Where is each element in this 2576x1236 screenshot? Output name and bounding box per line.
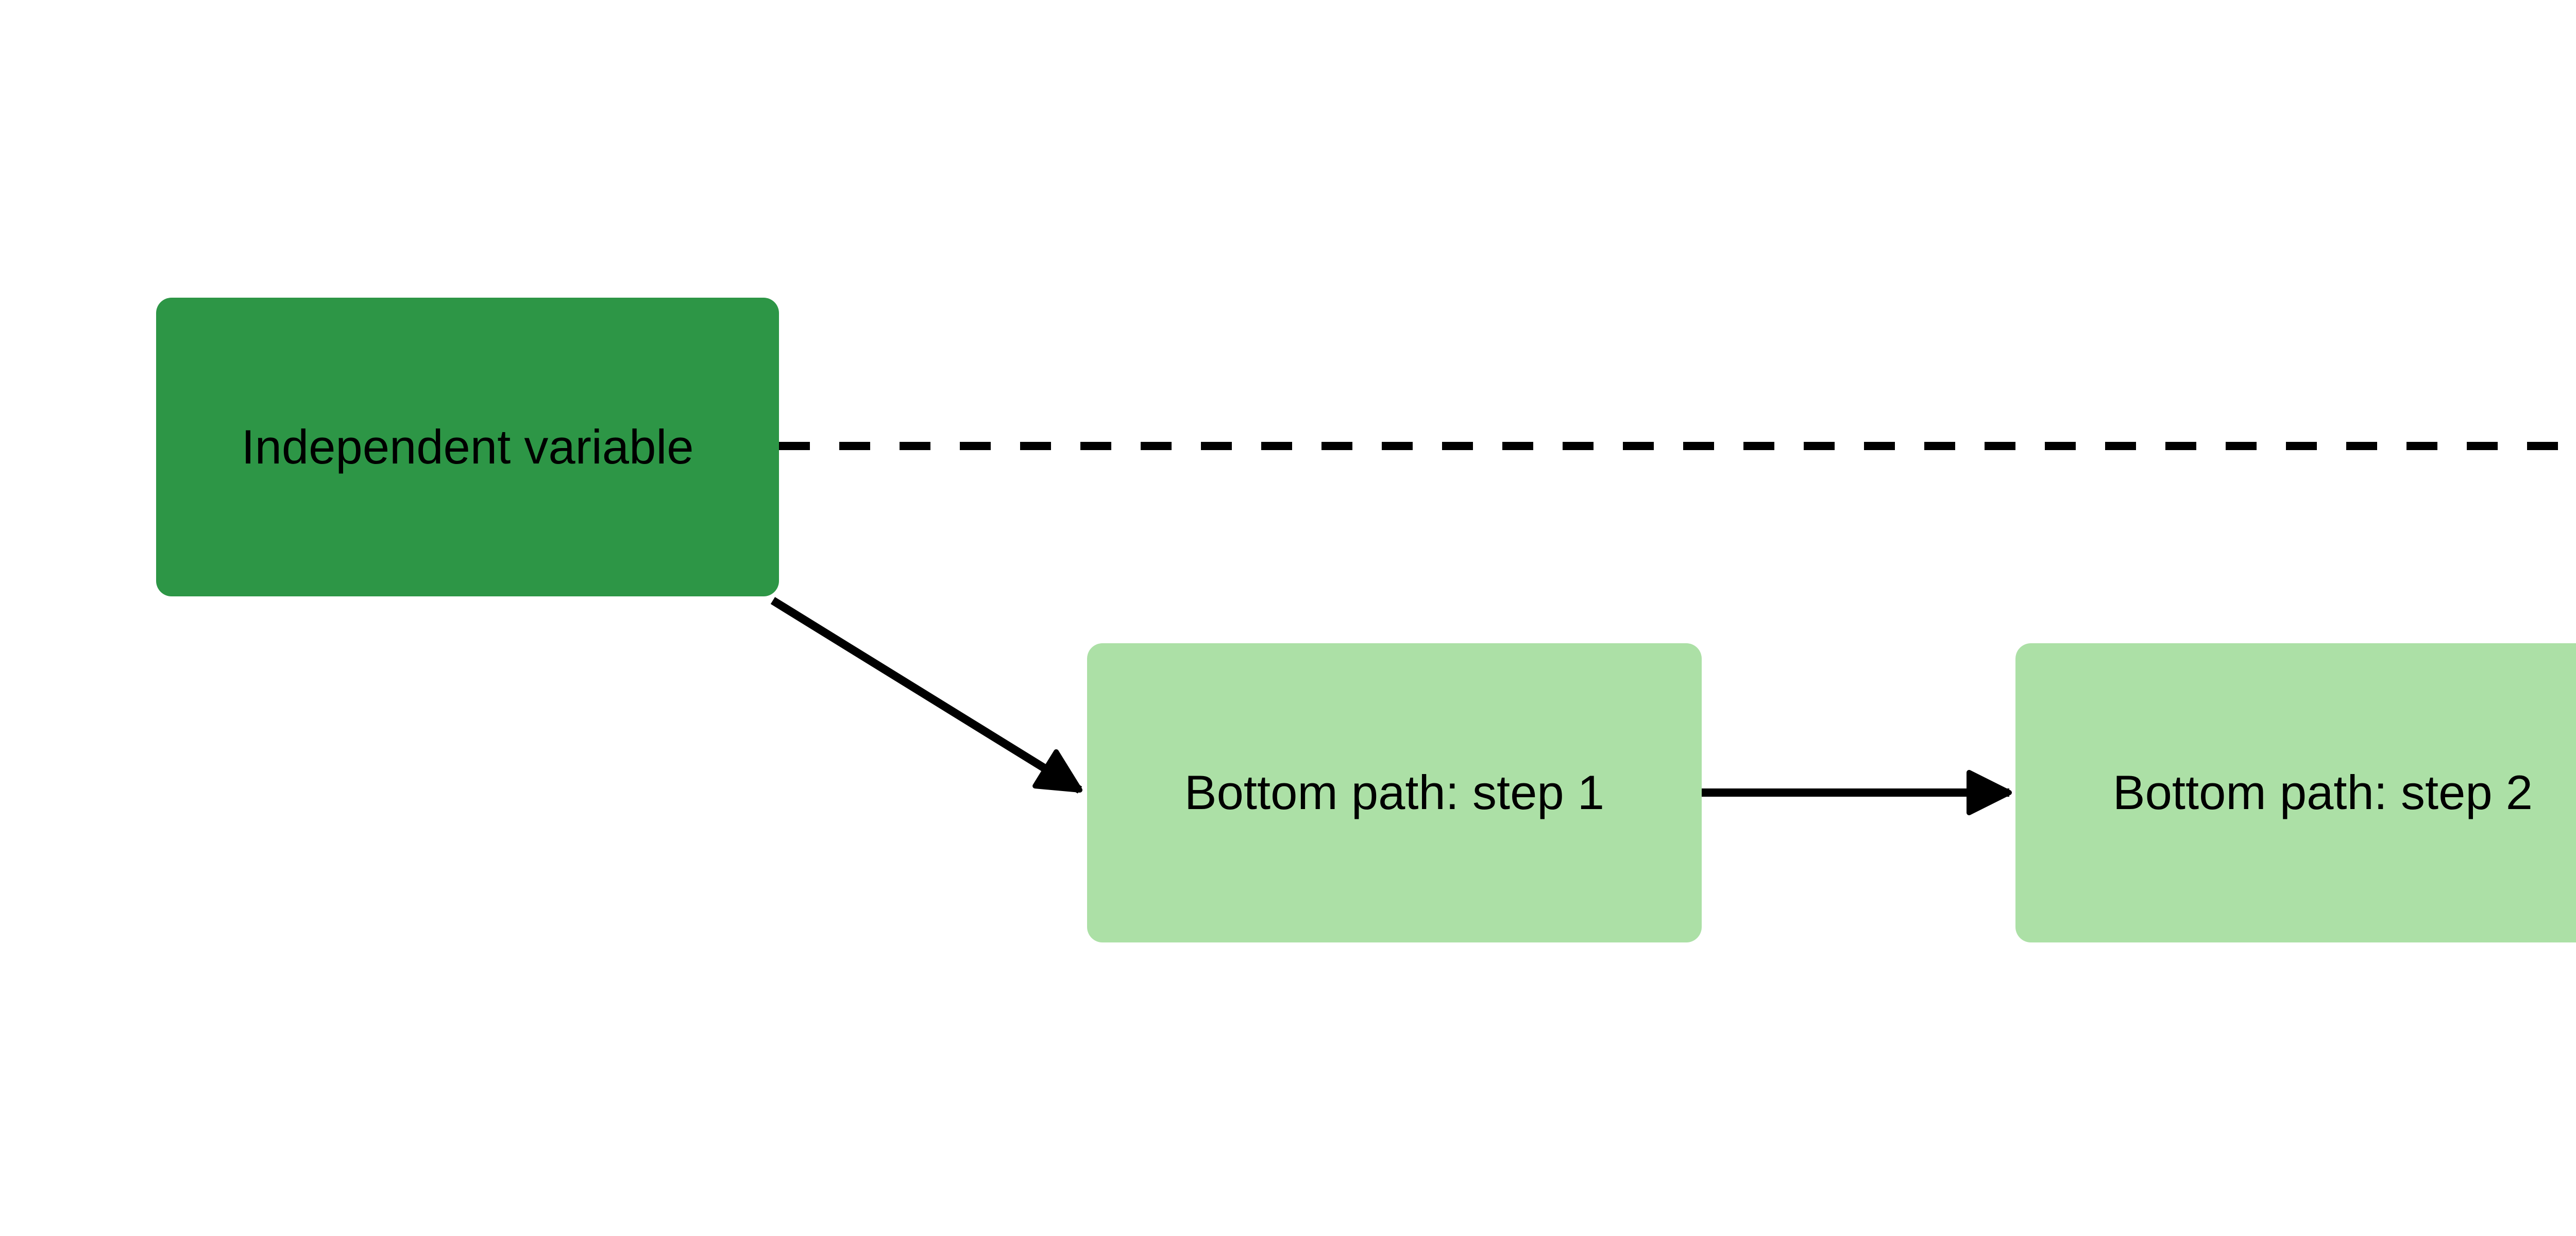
edge-independent-to-step1 (770, 597, 1082, 794)
node-bottom-path-step-2-label: Bottom path: step 2 (2112, 765, 2533, 820)
node-bottom-path-step-1: Bottom path: step 1 (1087, 643, 1702, 942)
node-bottom-path-step-2: Bottom path: step 2 (2015, 643, 2576, 942)
node-independent-variable-label: Independent variable (241, 419, 694, 474)
node-bottom-path-step-1-label: Bottom path: step 1 (1184, 765, 1605, 820)
node-independent-variable: Independent variable (156, 298, 779, 596)
